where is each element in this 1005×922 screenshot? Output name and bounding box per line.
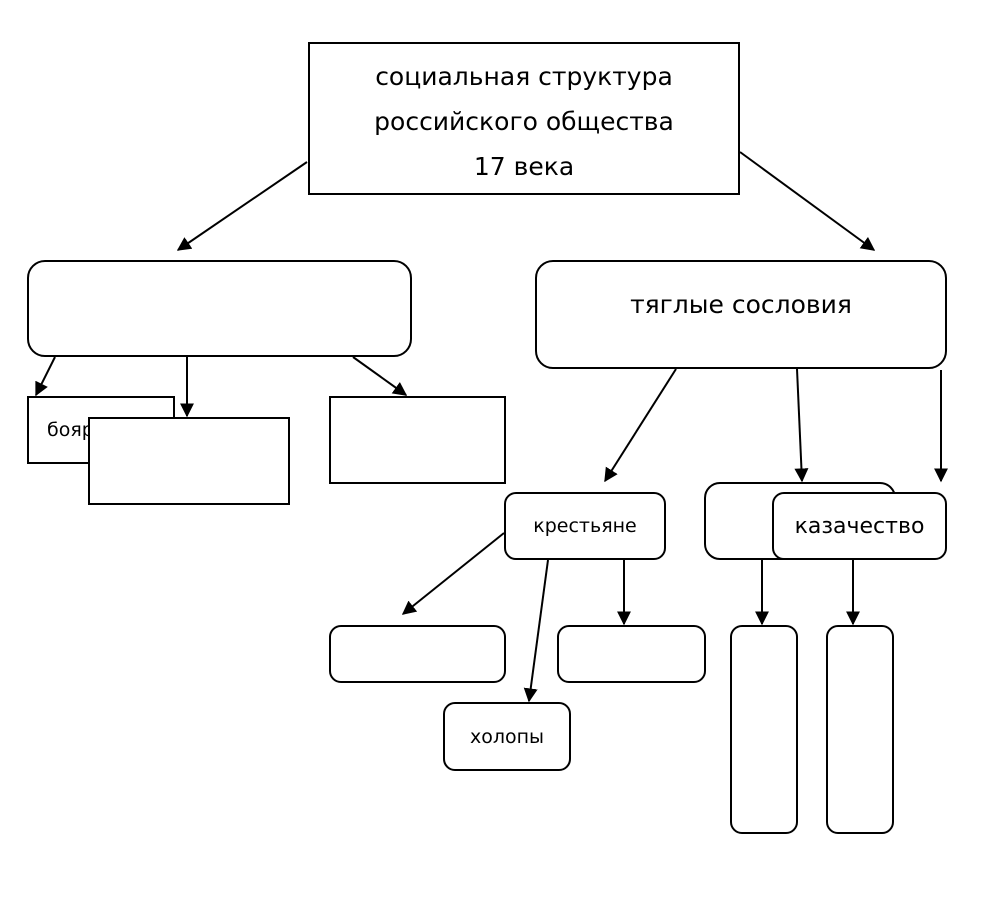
node-kazachestvo-label: казачество xyxy=(794,513,925,539)
node-left-mid-empty xyxy=(88,417,290,505)
category-tyaglye-label: тяглые сословия xyxy=(630,290,852,319)
category-tyaglye: тяглые сословия xyxy=(535,260,947,369)
root-line-2: российского общества xyxy=(374,107,674,136)
category-left-empty xyxy=(27,260,412,357)
root-line-1: социальная структура xyxy=(375,62,673,91)
root-node: социальная структура российского обществ… xyxy=(308,42,740,195)
node-boyare-label: бояр xyxy=(47,419,94,441)
arrow-root-to-tyaglye xyxy=(739,151,876,251)
arrow-tyaglye-to-hidden xyxy=(794,368,809,483)
node-tall-2-empty xyxy=(826,625,894,834)
node-krestyane-label: крестьяне xyxy=(533,515,637,537)
node-kholopy: холопы xyxy=(443,702,571,771)
arrow-krestyane-to-kholopy xyxy=(523,559,549,703)
node-krestyane-left-empty xyxy=(329,625,506,683)
node-krestyane-right-empty xyxy=(557,625,706,683)
node-kholopy-label: холопы xyxy=(469,725,545,748)
arrow-krestyane-to-left xyxy=(401,532,505,615)
node-kazachestvo: казачество xyxy=(772,492,947,560)
root-line-3: 17 века xyxy=(473,152,575,181)
arrow-root-to-left xyxy=(176,161,308,251)
node-krestyane: крестьяне xyxy=(504,492,666,560)
arrow-left-to-boyare xyxy=(35,356,56,397)
node-left-right-empty xyxy=(329,396,506,484)
arrow-tyaglye-to-krestyane xyxy=(604,368,677,483)
node-tall-1-empty xyxy=(730,625,798,834)
arrow-left-to-right xyxy=(352,356,408,396)
